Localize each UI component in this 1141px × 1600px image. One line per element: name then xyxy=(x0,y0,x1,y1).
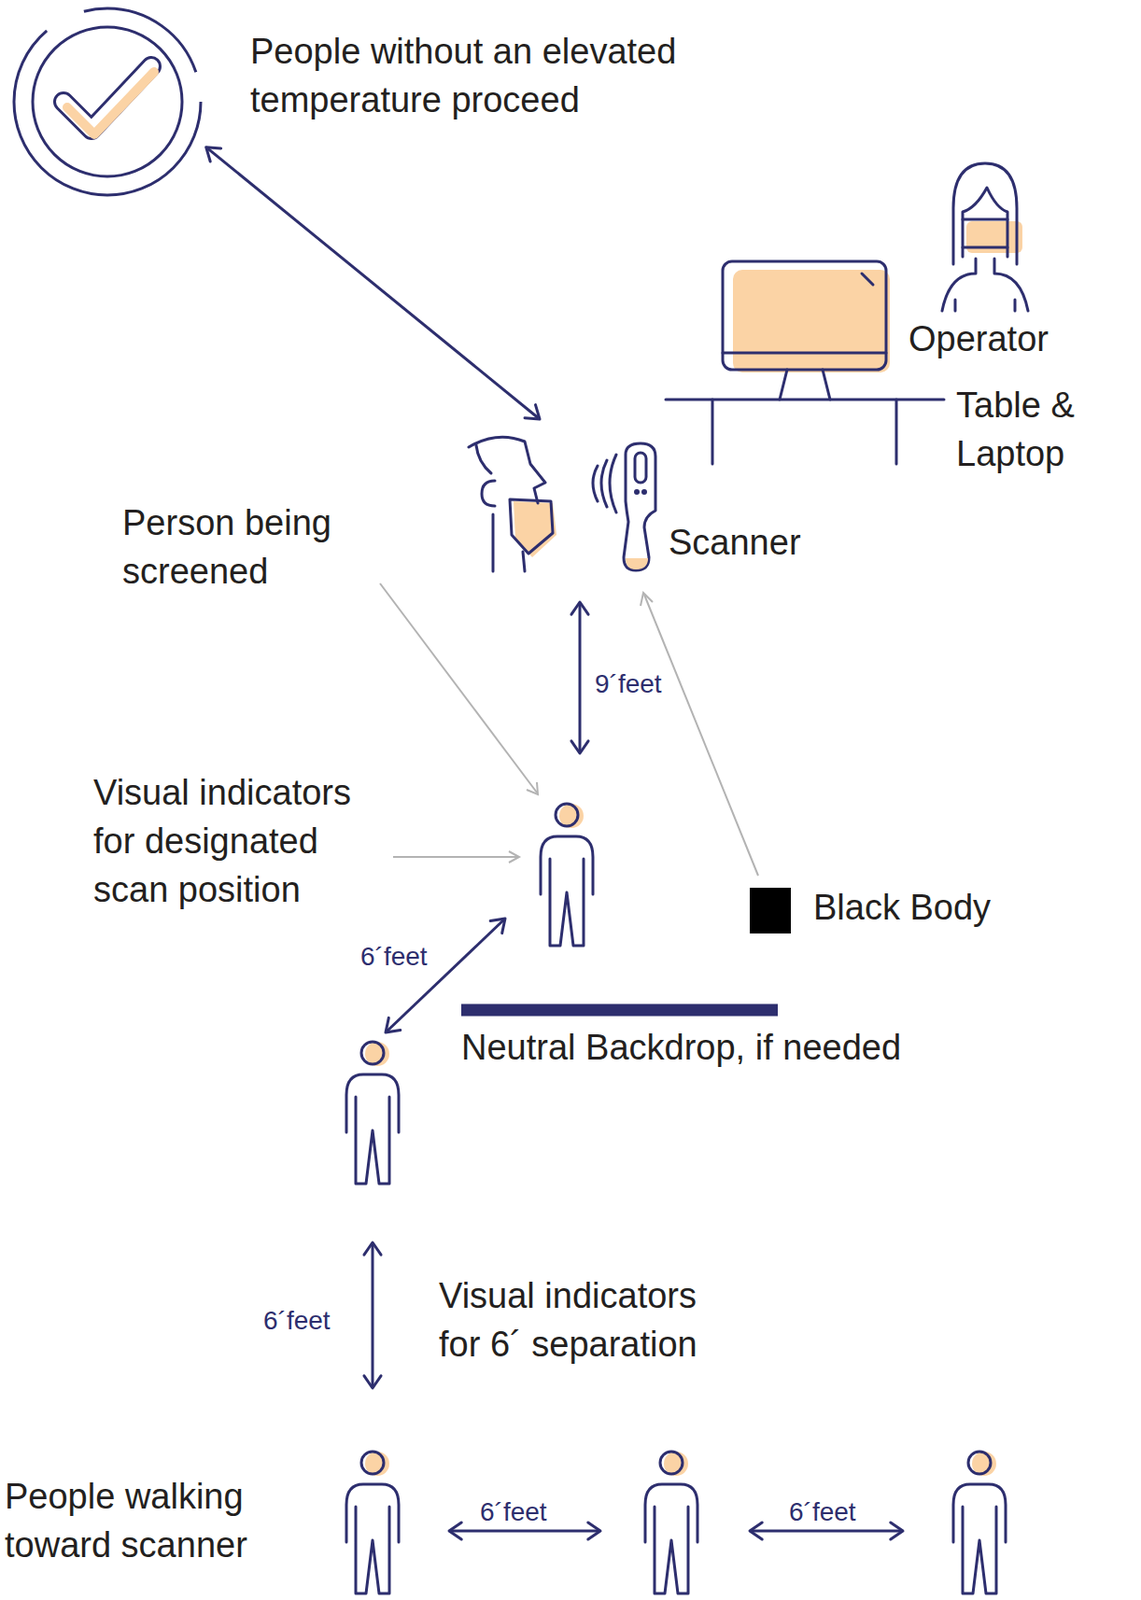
arrow-head xyxy=(588,1522,601,1540)
node-caption: Table & Laptop xyxy=(956,380,1125,479)
icon-node: People without an elevated temperature p… xyxy=(9,4,775,206)
node-caption: Operator xyxy=(908,314,1114,364)
arrow-head xyxy=(571,602,589,615)
note-label: Visual indicators for 6´ separation xyxy=(438,1271,719,1369)
arrow-line xyxy=(449,1530,601,1534)
dimension-label: 6´feet xyxy=(788,1496,857,1529)
distance-arrow xyxy=(571,602,589,754)
dimension-label: 6´feet xyxy=(263,1305,331,1338)
icon-node: OperatorTable & Laptop xyxy=(658,154,1137,505)
checkmark-icon xyxy=(9,4,211,206)
person-figure xyxy=(346,1042,399,1184)
scanner-icon xyxy=(457,424,668,579)
arrow-head xyxy=(571,741,589,754)
arrow-line xyxy=(385,918,506,1033)
dimension-label: 9´feet xyxy=(594,668,663,701)
arrow-head xyxy=(364,1242,381,1255)
callout-label: Visual indicators for designated scan po… xyxy=(93,768,374,915)
person-figure xyxy=(953,1451,1006,1594)
distance-arrow xyxy=(364,1242,381,1389)
person-figure xyxy=(346,1451,399,1594)
person-figure xyxy=(540,803,593,946)
arrow-line xyxy=(371,1242,375,1389)
icon-node: Scanner xyxy=(457,424,813,579)
note-label: People walking toward scanner xyxy=(4,1472,276,1570)
callout-label: Person being screened xyxy=(122,498,366,596)
node-caption: People without an elevated temperature p… xyxy=(250,27,755,125)
arrow-head xyxy=(206,147,222,162)
arrow-head xyxy=(364,1376,381,1389)
person-figure xyxy=(645,1451,698,1594)
dimension-label: 6´feet xyxy=(360,941,428,973)
arrow-head xyxy=(890,1522,903,1540)
arrow-line xyxy=(749,1530,903,1534)
arrow-head xyxy=(385,1017,401,1033)
part-label: Neutral Backdrop, if needed xyxy=(461,1023,1022,1072)
leader-lines xyxy=(380,583,759,876)
arrow-line xyxy=(578,602,582,754)
arrow-head xyxy=(524,405,540,420)
arrow-head xyxy=(490,918,506,934)
arrow-line xyxy=(206,147,540,420)
arrow-head xyxy=(449,1522,462,1540)
flow-arrow xyxy=(206,147,540,420)
arrow-head xyxy=(749,1522,762,1540)
black-body-square xyxy=(749,887,791,934)
dimension-label: 6´feet xyxy=(479,1496,548,1529)
node-caption: Scanner xyxy=(668,518,809,567)
part-label: Black Body xyxy=(813,883,1094,932)
backdrop-bar xyxy=(461,1004,778,1017)
distance-arrow xyxy=(385,918,506,1033)
